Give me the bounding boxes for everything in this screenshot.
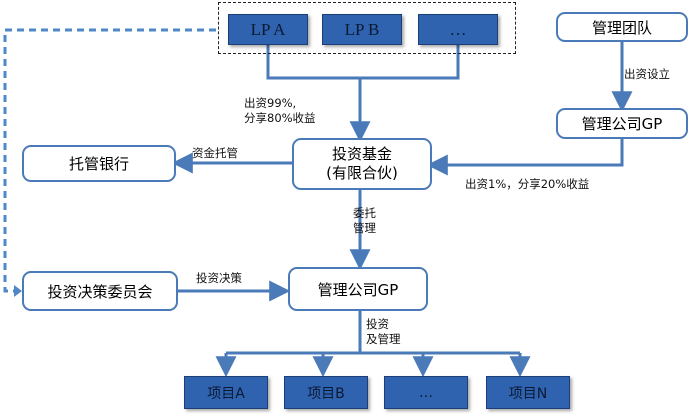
node-investment-committee: 投资决策委员会 xyxy=(22,271,178,311)
node-investment-fund: 投资基金 (有限合伙) xyxy=(292,138,432,190)
label-entrust: 委托 管理 xyxy=(353,206,376,236)
label-lp-contribution-line1: 出资99%, xyxy=(244,96,297,110)
gp-to-projects-bus xyxy=(226,311,520,355)
node-lp-more: … xyxy=(418,14,498,45)
label-entrust-line1: 委托 xyxy=(353,206,376,220)
node-gp-mid: 管理公司GP xyxy=(288,267,428,311)
label-invest: 投资 及管理 xyxy=(366,317,401,347)
gp-to-fund-arrow xyxy=(426,138,624,176)
lp-group-box xyxy=(218,2,516,54)
node-custody-bank: 托管银行 xyxy=(22,145,176,182)
node-project-b: 项目B xyxy=(284,376,368,409)
label-lp-contribution-line2: 分享80%收益 xyxy=(244,111,316,125)
dashed-lp-to-committee xyxy=(3,28,216,293)
label-team-setup: 出资设立 xyxy=(624,67,670,81)
label-gp-contribution: 出资1%，分享20%收益 xyxy=(465,177,590,191)
label-entrust-line2: 管理 xyxy=(353,221,376,235)
label-custody: 资金托管 xyxy=(192,146,238,160)
fund-title: 投资基金 xyxy=(331,145,392,163)
label-lp-contribution: 出资99%, 分享80%收益 xyxy=(244,96,316,126)
node-lp-b: LP B xyxy=(322,14,402,45)
fund-subtitle: (有限合伙) xyxy=(326,164,398,182)
label-invest-line1: 投资 xyxy=(366,317,389,331)
lp-bus-line xyxy=(266,45,460,80)
node-project-n: 项目N xyxy=(486,376,570,409)
node-gp-top: 管理公司GP xyxy=(556,108,688,139)
node-project-more: … xyxy=(384,376,468,409)
node-project-a: 项目A xyxy=(184,376,268,409)
node-lp-a: LP A xyxy=(228,14,308,45)
node-management-team: 管理团队 xyxy=(556,12,688,42)
label-invest-line2: 及管理 xyxy=(366,332,401,346)
label-decision: 投资决策 xyxy=(196,271,242,285)
